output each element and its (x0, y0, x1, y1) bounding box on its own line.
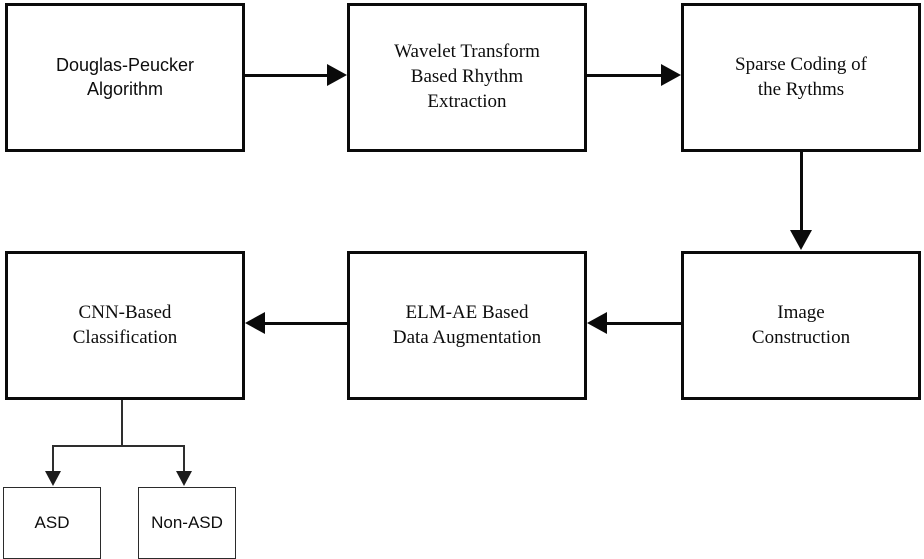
node-elm-ae[interactable]: ELM-AE Based Data Augmentation (347, 251, 587, 400)
edge-line (800, 152, 803, 232)
node-label: Image Construction (751, 301, 851, 348)
arrow-head-right-icon (661, 64, 681, 86)
arrow-head-down-icon (45, 471, 61, 486)
node-wavelet-transform[interactable]: Wavelet Transform Based Rhythm Extractio… (347, 3, 587, 152)
node-cnn-classification[interactable]: CNN-Based Classification (5, 251, 245, 400)
node-sparse-coding[interactable]: Sparse Coding of the Rythms (681, 3, 921, 152)
edge-stem (121, 400, 123, 447)
edge-branch-left (52, 445, 54, 473)
edge-line (587, 74, 663, 77)
arrow-head-down-icon (176, 471, 192, 486)
node-outcome-asd[interactable]: ASD (3, 487, 101, 559)
node-label: Wavelet Transform Based Rhythm Extractio… (394, 41, 540, 112)
node-douglas-peucker[interactable]: Douglas-Peucker Algorithm (5, 3, 245, 152)
node-label: ELM-AE Based Data Augmentation (392, 301, 542, 348)
edge-line (263, 322, 347, 325)
arrow-head-left-icon (245, 312, 265, 334)
arrow-head-left-icon (587, 312, 607, 334)
edge-branch-right (183, 445, 185, 473)
node-outcome-non-asd[interactable]: Non-ASD (138, 487, 236, 559)
node-label: Sparse Coding of the Rythms (735, 53, 867, 100)
node-label: Douglas-Peucker Algorithm (55, 55, 195, 99)
node-label: Non-ASD (151, 512, 223, 532)
arrow-head-right-icon (327, 64, 347, 86)
node-label: CNN-Based Classification (72, 301, 178, 348)
arrow-head-down-icon (790, 230, 812, 250)
edge-branch-bar (52, 445, 185, 447)
node-image-construction[interactable]: Image Construction (681, 251, 921, 400)
edge-line (245, 74, 329, 77)
node-label: ASD (34, 512, 70, 532)
edge-line (605, 322, 681, 325)
